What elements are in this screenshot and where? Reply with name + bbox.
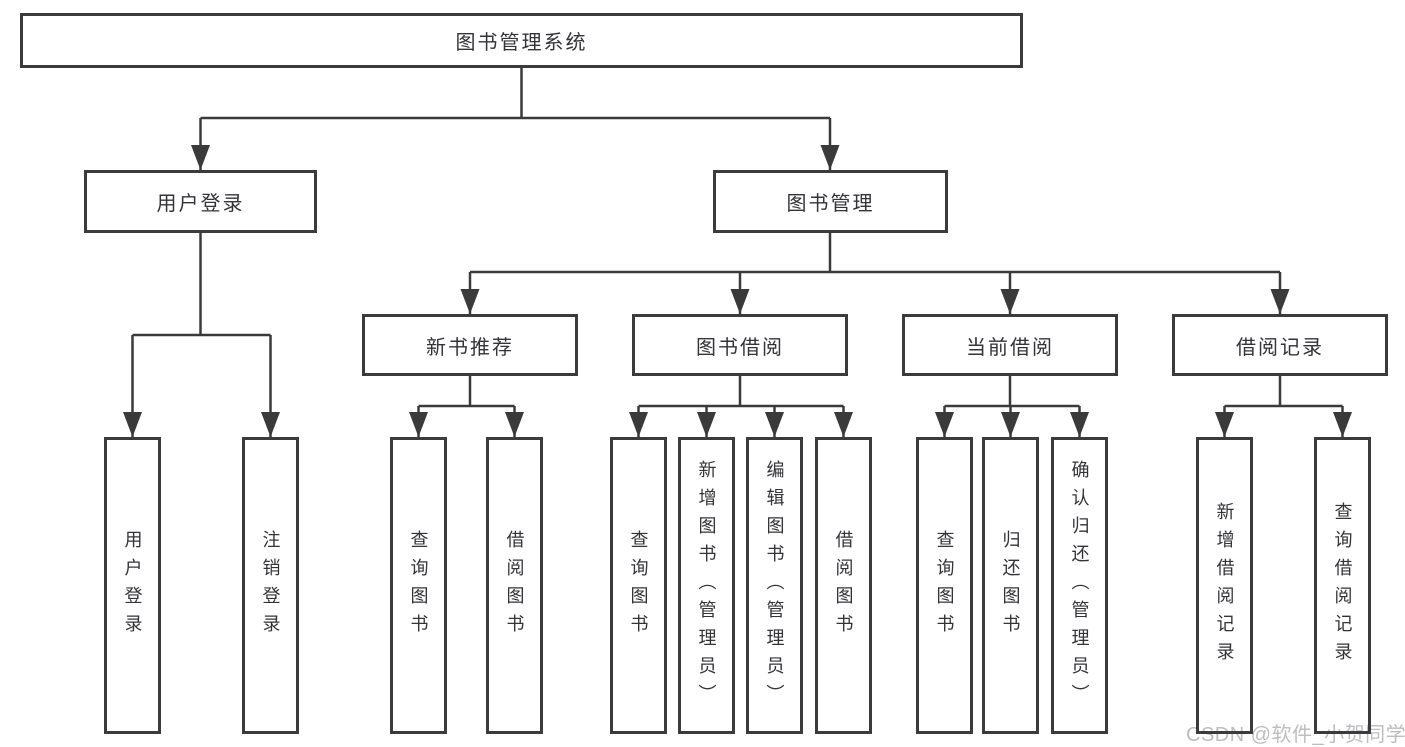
leaf-borrow-books: 借阅图书 [815,437,872,734]
leaf-logout: 注销登录 [242,437,299,734]
leaf-query-borrow-record-label: 查询借阅记录 [1332,501,1353,670]
csdn-watermark: CSDN @软件_小贺同学 [1186,724,1405,746]
leaf-return-books-label: 归还图书 [1000,529,1021,642]
leaf-return-books: 归还图书 [982,437,1039,734]
leaf-recommend-borrow-books: 借阅图书 [486,437,543,734]
node-borrow-records: 借阅记录 [1172,314,1388,376]
leaf-edit-book-admin: 编辑图书（管理员） [746,437,803,734]
leaf-borrow-query-books-label: 查询图书 [628,529,649,642]
leaf-edit-book-admin-label: 编辑图书（管理员） [764,459,785,712]
branch-book-borrow [638,376,844,408]
node-user-login-label: 用户登录 [156,193,245,215]
leaf-recommend-borrow-books-label: 借阅图书 [504,529,525,642]
leaf-current-query-books: 查询图书 [916,437,973,734]
node-root-label: 图书管理系统 [455,32,588,54]
node-book-management: 图书管理 [713,170,948,233]
branch-book-management [470,233,1280,274]
node-current-borrow-label: 当前借阅 [966,336,1054,359]
leaf-current-query-books-label: 查询图书 [934,529,955,642]
leaf-add-book-admin-label: 新增图书（管理员） [696,459,717,712]
leaf-add-borrow-record: 新增借阅记录 [1196,437,1253,734]
leaf-add-borrow-record-label: 新增借阅记录 [1214,501,1235,670]
leaf-recommend-query-books: 查询图书 [390,437,447,734]
leaf-borrow-query-books: 查询图书 [610,437,667,734]
branch-user-login [132,233,271,337]
node-current-borrow: 当前借阅 [902,314,1118,376]
leaf-query-borrow-record: 查询借阅记录 [1314,437,1371,734]
leaf-add-book-admin: 新增图书（管理员） [678,437,735,734]
branch-current-borrow [944,376,1080,408]
node-book-borrow: 图书借阅 [632,314,848,376]
node-borrow-records-label: 借阅记录 [1236,336,1324,359]
node-book-borrow-label: 图书借阅 [696,336,784,359]
branch-borrow-records [1224,376,1343,408]
leaf-borrow-books-label: 借阅图书 [833,529,854,642]
branch-new-book-recommend [418,376,515,408]
node-new-book-recommend-label: 新书推荐 [426,336,514,359]
leaf-user-login-label: 用户登录 [122,529,143,642]
branch-root [200,68,830,120]
node-root: 图书管理系统 [20,13,1023,68]
node-user-login: 用户登录 [84,170,317,233]
leaf-confirm-return-admin-label: 确认归还（管理员） [1069,459,1090,712]
leaf-confirm-return-admin: 确认归还（管理员） [1051,437,1108,734]
node-book-management-label: 图书管理 [786,193,875,215]
leaf-recommend-query-books-label: 查询图书 [408,529,429,642]
leaf-logout-label: 注销登录 [260,529,281,642]
node-new-book-recommend: 新书推荐 [362,314,578,376]
leaf-user-login: 用户登录 [104,437,161,734]
